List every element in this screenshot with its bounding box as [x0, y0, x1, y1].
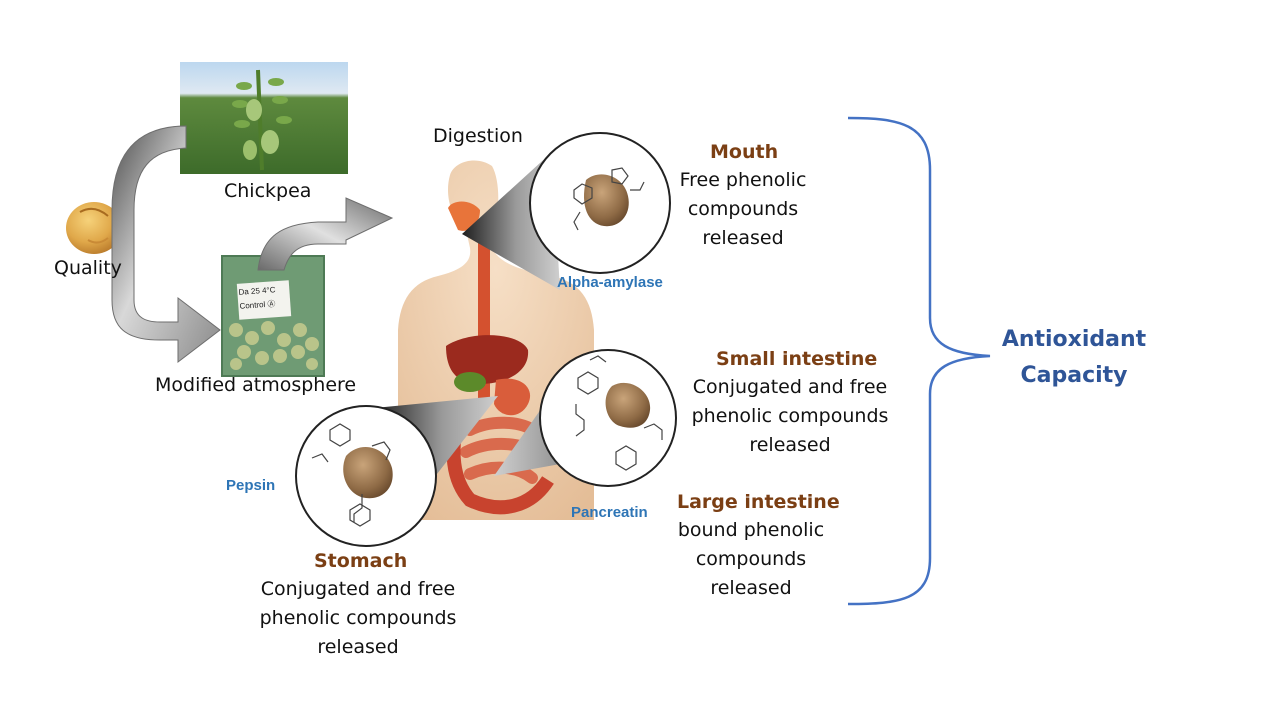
small-intestine-desc-line: phenolic compounds: [691, 405, 889, 427]
small-intestine-zoom-circle: [539, 349, 677, 487]
chickpea-plant-photo: [180, 62, 348, 174]
quality-chickpea-image: [66, 202, 122, 254]
modified-atmosphere-label: Modified atmosphere: [155, 374, 357, 396]
mouth-desc-line: Free phenolic: [679, 169, 807, 191]
large-intestine-description: bound phenolic compounds released: [670, 516, 832, 603]
large-intestine-desc-line: released: [710, 577, 792, 599]
small-intestine-desc-line: Conjugated and free: [692, 376, 888, 398]
antioxidant-line: Antioxidant: [1001, 327, 1147, 352]
arrow-bag-to-digestion: [257, 197, 394, 271]
stomach-zoom-circle: [295, 405, 437, 547]
stomach-description: Conjugated and free phenolic compounds r…: [248, 575, 468, 662]
pepsin-label: Pepsin: [226, 477, 276, 494]
digestion-label: Digestion: [433, 125, 523, 147]
quality-label: Quality: [54, 257, 122, 279]
small-intestine-desc-line: released: [749, 434, 831, 456]
large-intestine-heading: Large intestine: [677, 491, 840, 513]
arrow-chickpea-to-bag: [111, 125, 221, 364]
antioxidant-brace: [847, 116, 991, 606]
stomach-desc-line: phenolic compounds: [259, 607, 457, 629]
mouth-description: Free phenolic compounds released: [668, 166, 818, 253]
mouth-desc-line: released: [702, 227, 784, 249]
mouth-desc-line: compounds: [687, 198, 799, 220]
stomach-desc-line: Conjugated and free: [260, 578, 456, 600]
stomach-heading: Stomach: [314, 550, 408, 572]
small-intestine-description: Conjugated and free phenolic compounds r…: [682, 373, 898, 460]
pancreatin-label: Pancreatin: [571, 504, 648, 521]
chickpea-label: Chickpea: [224, 180, 312, 202]
small-intestine-heading: Small intestine: [716, 348, 878, 370]
mouth-heading: Mouth: [710, 141, 779, 163]
alpha-amylase-label: Alpha-amylase: [557, 274, 663, 291]
modified-atmosphere-bag-photo: [221, 255, 325, 377]
bag-note: Da 25 4°C Control Ⓐ: [238, 282, 292, 314]
antioxidant-line: Capacity: [1020, 363, 1128, 388]
antioxidant-capacity-label: Antioxidant Capacity: [996, 322, 1152, 394]
stomach-desc-line: released: [317, 636, 399, 658]
mouth-zoom-circle: [529, 132, 671, 274]
large-intestine-desc-line: bound phenolic: [677, 519, 825, 541]
large-intestine-desc-line: compounds: [695, 548, 807, 570]
